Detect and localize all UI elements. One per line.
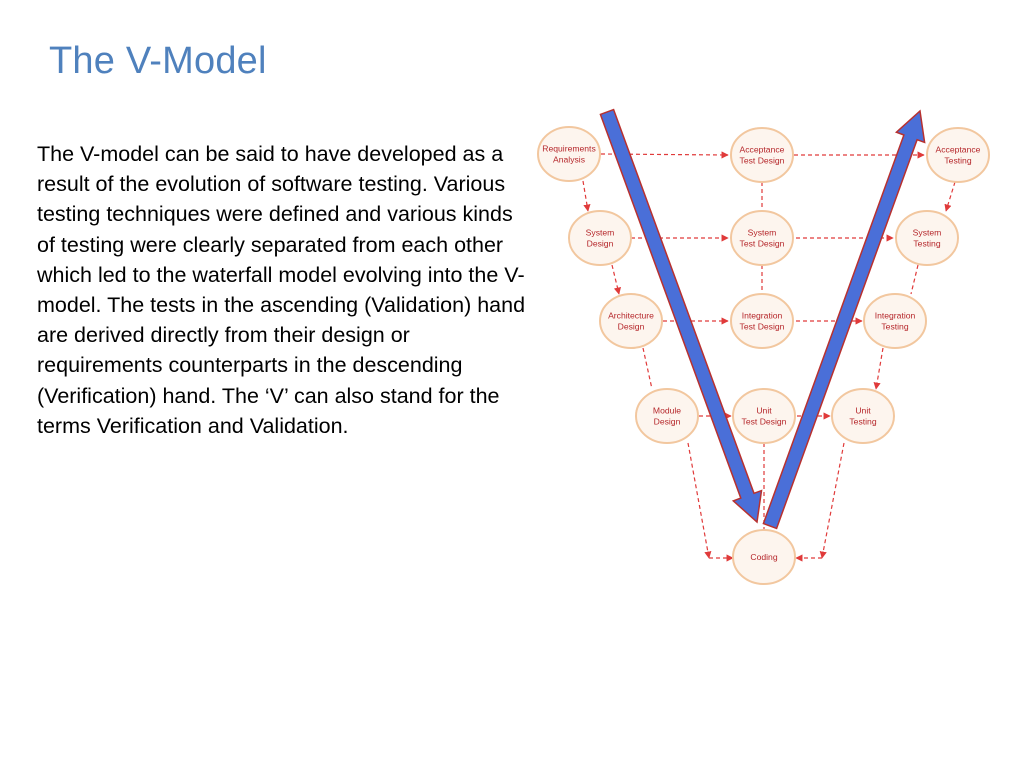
node-label: Design (654, 417, 681, 427)
connector-arrow (910, 264, 919, 295)
node-label: Acceptance (740, 145, 785, 155)
node-shape (732, 388, 796, 444)
node-label: Unit (756, 406, 772, 416)
validation-arrow (762, 109, 926, 530)
node-label: Integration (742, 311, 783, 321)
node-shape (635, 388, 699, 444)
node-label: Acceptance (936, 145, 981, 155)
big-arrow-group (599, 108, 926, 530)
node-label: Test Design (740, 322, 785, 332)
node-label: Testing (913, 239, 940, 249)
node-label: Design (618, 322, 645, 332)
body-text: The V-model can be said to have develope… (37, 142, 526, 438)
slide-title: The V-Model (49, 40, 267, 82)
node-label: Unit (855, 406, 871, 416)
node-shape (831, 388, 895, 444)
connector-arrow (873, 347, 884, 390)
node-shape (730, 293, 794, 349)
node-label: Testing (881, 322, 908, 332)
connector-arrow (642, 347, 653, 390)
node-label: Architecture (608, 311, 654, 321)
node-shape (732, 529, 796, 585)
connector-arrow (944, 181, 956, 212)
node-shape (863, 293, 927, 349)
node-shape (730, 127, 794, 183)
node-label: Test Design (740, 239, 785, 249)
connector-arrow (687, 442, 712, 559)
node-label: Integration (875, 311, 916, 321)
connector-arrow (819, 442, 845, 559)
node-coding: Coding (732, 529, 796, 585)
node-shape (730, 210, 794, 266)
node-shape (895, 210, 959, 266)
connector-arrow (582, 180, 591, 212)
node-label: Module (653, 406, 681, 416)
node-label: Coding (750, 552, 777, 562)
node-label: Analysis (553, 155, 585, 165)
node-label: Test Design (740, 156, 785, 166)
node-label: Design (587, 239, 614, 249)
verification-arrow (599, 108, 763, 524)
node-label: System (913, 228, 942, 238)
node-label: System (748, 228, 777, 238)
node-shape (599, 293, 663, 349)
node-label: Testing (944, 156, 971, 166)
node-shape (568, 210, 632, 266)
node-label: System (586, 228, 615, 238)
node-label: Requirements (542, 144, 596, 154)
node-shape (537, 126, 601, 182)
node-shape (926, 127, 990, 183)
node-label: Test Design (742, 417, 787, 427)
connector-arrow (611, 264, 621, 295)
node-label: Testing (849, 417, 876, 427)
